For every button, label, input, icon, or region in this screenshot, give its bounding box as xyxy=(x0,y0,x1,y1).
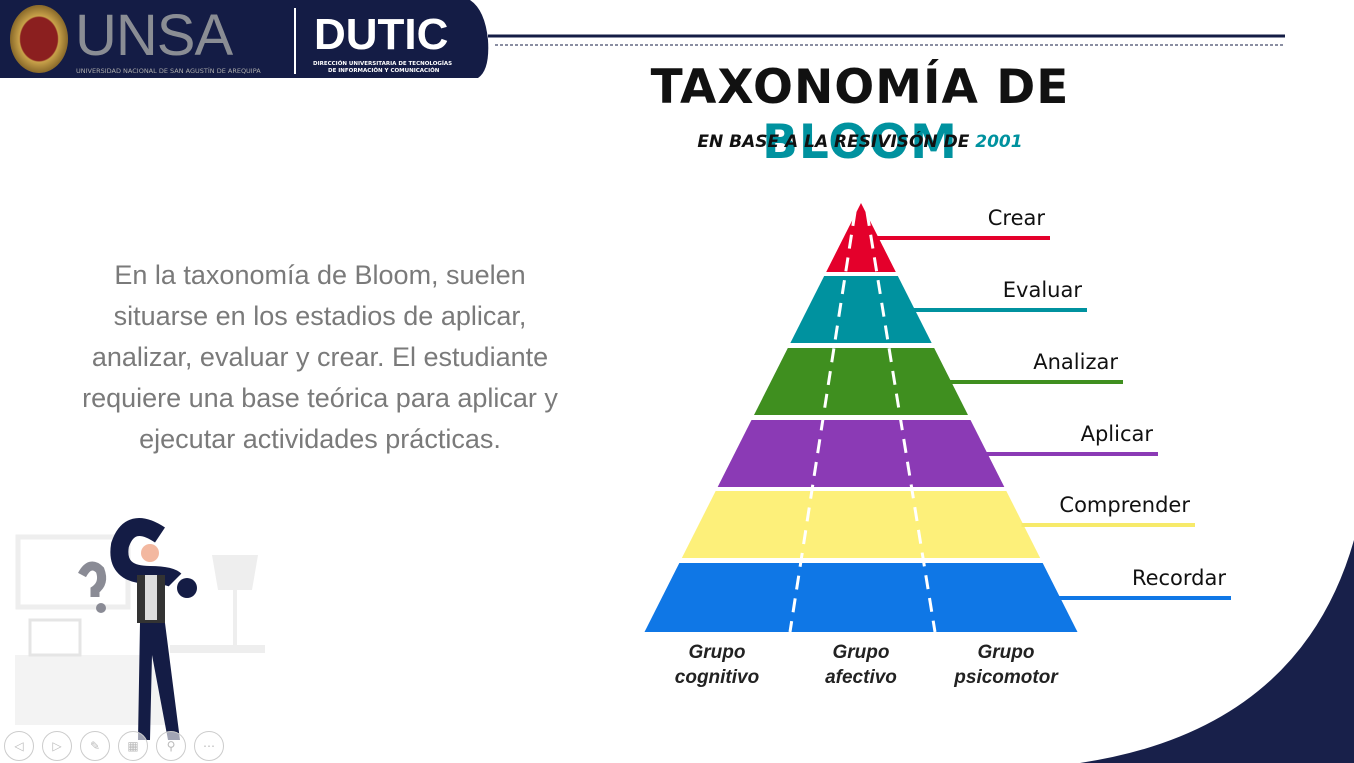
pyramid-level-crear xyxy=(826,203,896,272)
level-label: Recordar xyxy=(1131,566,1226,590)
zoom-icon[interactable]: ⚲ xyxy=(156,731,186,761)
level-label: Crear xyxy=(987,206,1045,230)
dutic-subtitle-2: DE INFORMACIÓN Y COMUNICACIÓN xyxy=(328,68,440,74)
level-label: Comprender xyxy=(1059,493,1190,517)
unsa-seal xyxy=(10,5,68,73)
pyramid-level-comprender xyxy=(681,491,1041,558)
pyramid-level-analizar xyxy=(754,348,968,415)
group-divider-dashed xyxy=(865,211,937,633)
unsa-logo: UNSA xyxy=(75,3,233,68)
page-title: TAXONOMÍA DE BLOOM xyxy=(650,60,1070,170)
unsa-subtitle: UNIVERSIDAD NACIONAL DE SAN AGUSTÍN DE A… xyxy=(76,67,261,75)
slides-icon[interactable]: ▦ xyxy=(118,731,148,761)
prev-icon[interactable]: ◁ xyxy=(4,731,34,761)
pyramid-level-evaluar xyxy=(790,276,932,343)
pyramid-level-recordar xyxy=(644,563,1078,632)
level-label: Analizar xyxy=(1033,350,1118,374)
body-text: En la taxonomía de Bloom, suelen situars… xyxy=(82,260,558,454)
group-divider-dashed xyxy=(788,211,857,633)
dutic-subtitle-1: DIRECCIÓN UNIVERSITARIA DE TECNOLOGÍAS xyxy=(313,61,453,67)
person-question-illustration xyxy=(15,518,265,740)
page-subtitle: EN BASE A LA RESIVISÓN DE 2001 xyxy=(697,132,1023,152)
level-label: Evaluar xyxy=(1002,278,1082,302)
header-banner xyxy=(0,0,489,78)
pen-icon[interactable]: ✎ xyxy=(80,731,110,761)
pyramid-level-aplicar xyxy=(717,420,1005,487)
corner-shape xyxy=(1080,540,1354,763)
dutic-logo: DUTIC xyxy=(314,10,449,59)
level-label: Aplicar xyxy=(1080,422,1153,446)
next-icon[interactable]: ▷ xyxy=(42,731,72,761)
more-icon[interactable]: ⋯ xyxy=(194,731,224,761)
